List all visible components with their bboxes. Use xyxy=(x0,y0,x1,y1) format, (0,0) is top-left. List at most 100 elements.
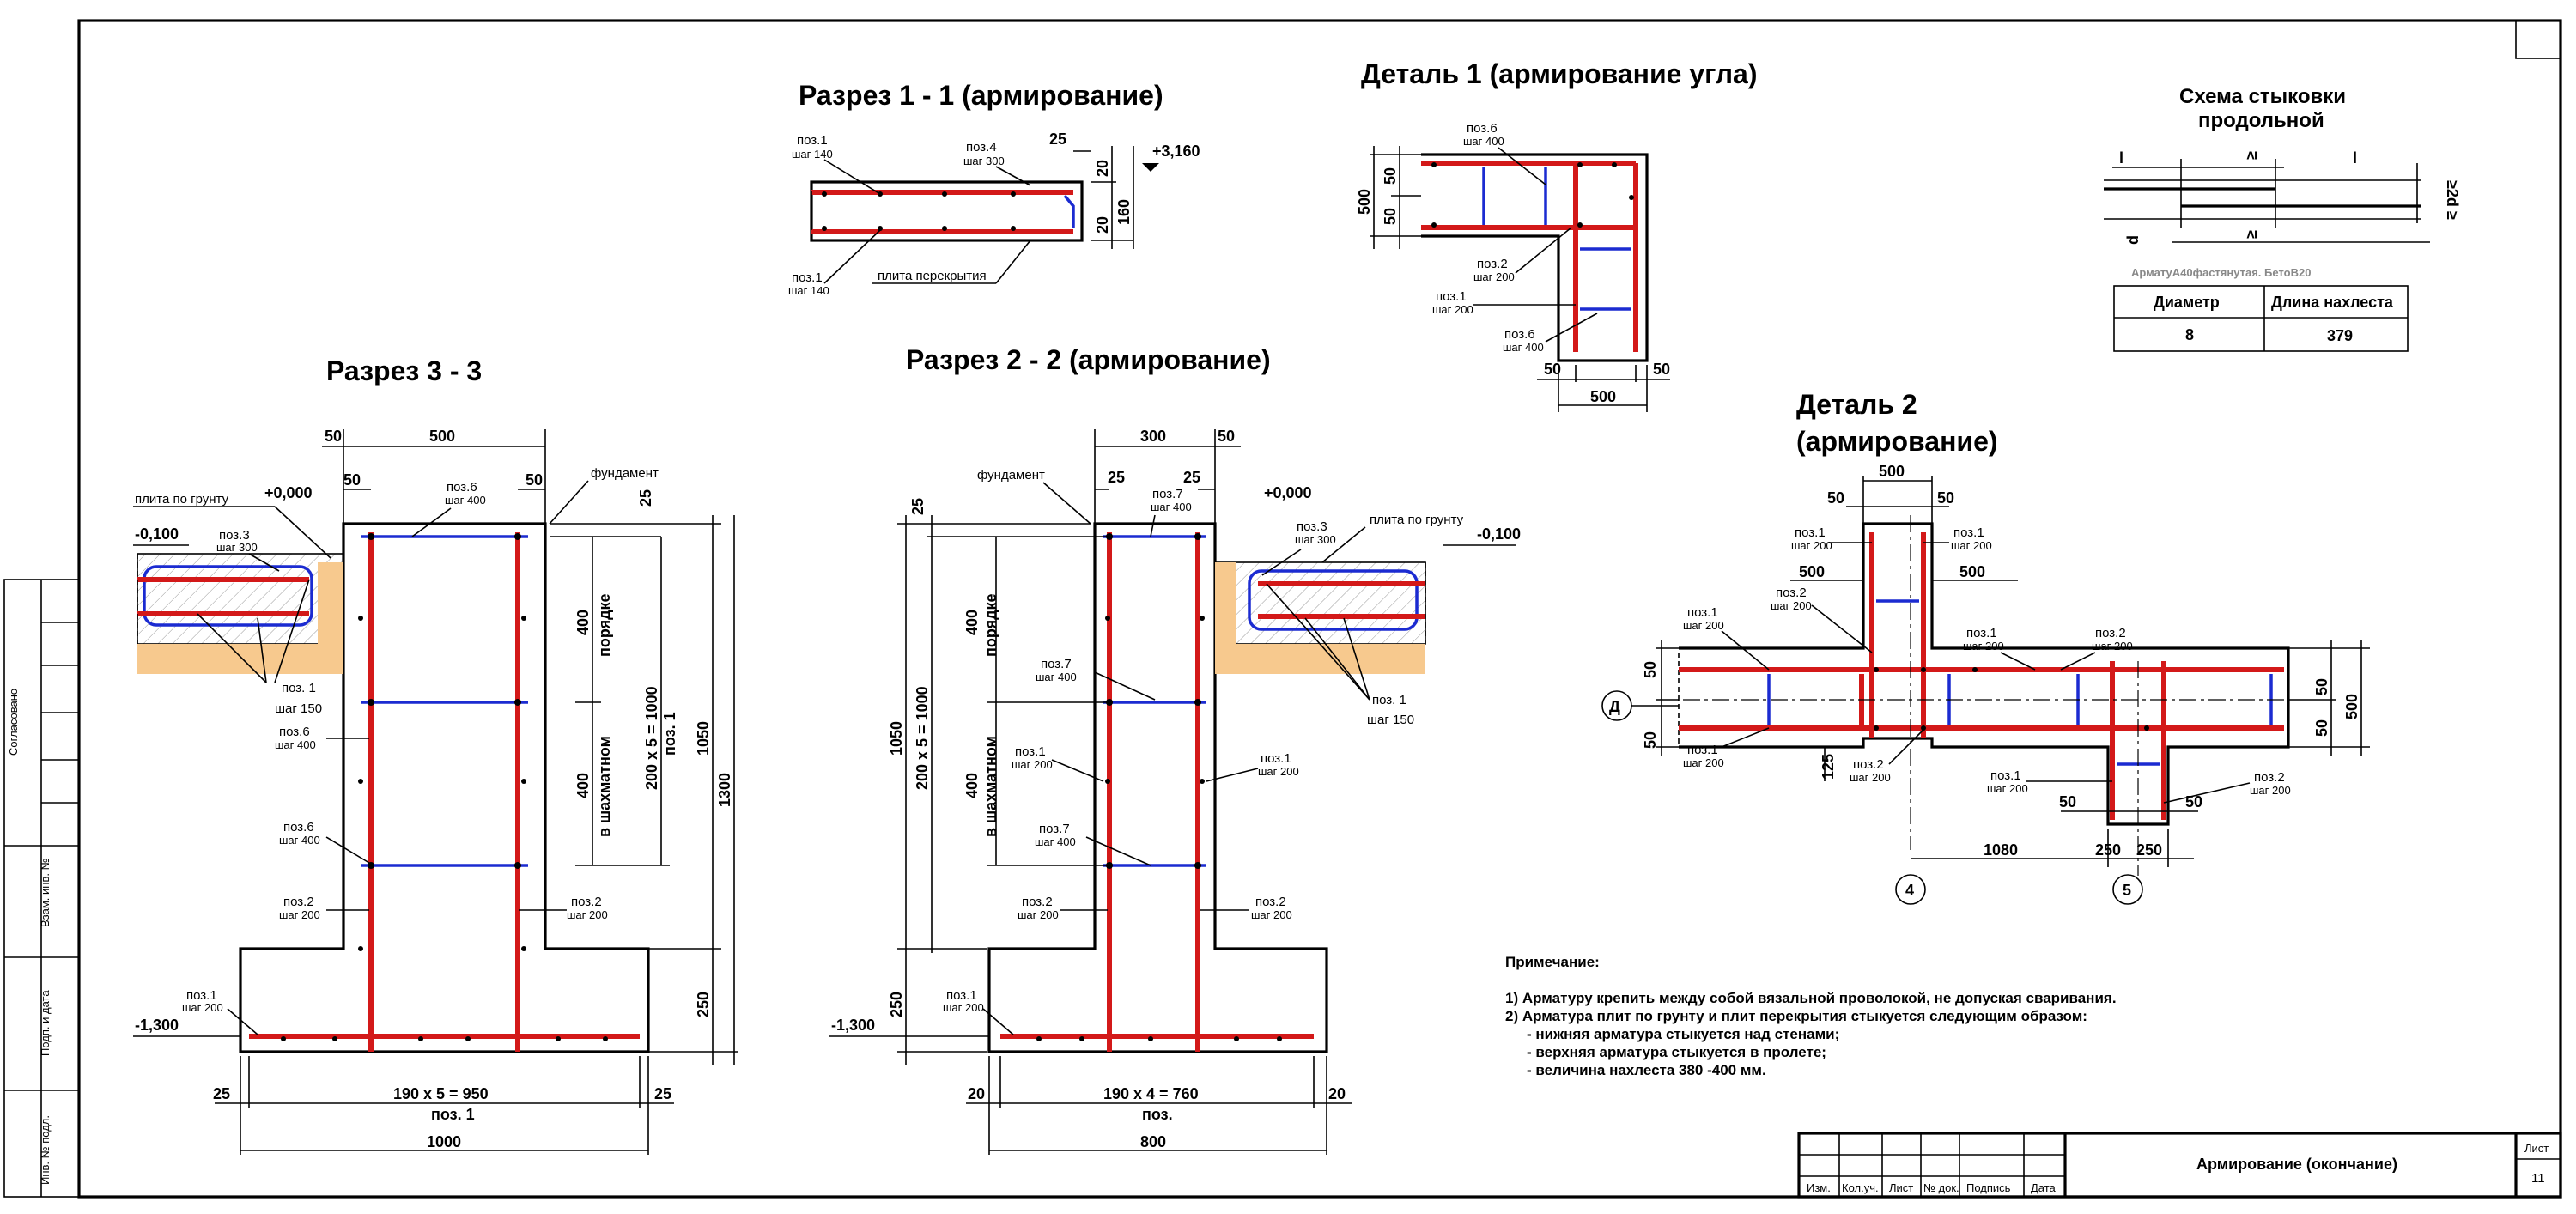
svg-text:- верхняя арматура стыкуется в: - верхняя арматура стыкуется в пролете; xyxy=(1527,1044,1826,1060)
svg-text:шаг 400: шаг 400 xyxy=(445,494,486,507)
title-detail-1: Деталь 1 (армирование угла) xyxy=(1361,58,1757,89)
svg-text:379: 379 xyxy=(2327,327,2353,344)
svg-text:поз.2: поз.2 xyxy=(571,895,602,909)
svg-text:Д: Д xyxy=(1609,698,1620,715)
svg-text:- нижняя арматура стыкуется на: - нижняя арматура стыкуется над стенами; xyxy=(1527,1026,1839,1042)
svg-text:поз.6: поз.6 xyxy=(447,480,477,495)
svg-text:+3,160: +3,160 xyxy=(1152,143,1200,160)
svg-text:250: 250 xyxy=(2095,841,2121,859)
svg-text:8: 8 xyxy=(2185,326,2194,343)
svg-text:поз.1: поз.1 xyxy=(1953,525,1984,540)
svg-text:шаг 400: шаг 400 xyxy=(279,834,320,847)
svg-text:АрматуА40фастянутая. БетоВ20: АрматуА40фастянутая. БетоВ20 xyxy=(2131,266,2311,279)
svg-text:порядке: порядке xyxy=(982,593,999,657)
svg-text:шаг 200: шаг 200 xyxy=(1432,303,1473,316)
svg-text:шаг 400: шаг 400 xyxy=(275,738,316,751)
svg-text:≥: ≥ xyxy=(2243,151,2260,160)
svg-text:-0,100: -0,100 xyxy=(1477,525,1521,543)
svg-text:шаг 300: шаг 300 xyxy=(963,155,1005,167)
svg-text:Длина нахлеста: Длина нахлеста xyxy=(2271,294,2394,311)
side-inv: Инв. № подл. xyxy=(39,1115,52,1185)
svg-text:≥2d ≥: ≥2d ≥ xyxy=(2444,180,2461,220)
svg-text:l: l xyxy=(2353,149,2357,167)
side-agreed: Согласовано xyxy=(7,689,20,756)
svg-text:50: 50 xyxy=(1642,731,1659,749)
svg-text:1050: 1050 xyxy=(888,721,905,756)
svg-text:поз.1: поз.1 xyxy=(1436,289,1467,304)
title-section-1-1: Разрез 1 - 1 (армирование) xyxy=(799,80,1163,111)
section-3-3: 50 500 50 50 25 плита по грунту +0,000 -… xyxy=(133,428,738,1155)
svg-text:Диаметр: Диаметр xyxy=(2154,294,2220,311)
svg-text:Подпись: Подпись xyxy=(1966,1181,2011,1194)
corner-box xyxy=(2515,20,2561,59)
svg-text:500: 500 xyxy=(1590,388,1616,405)
side-sign-date: Подп. и дата xyxy=(39,990,52,1056)
svg-text:плита по грунту: плита по грунту xyxy=(135,492,229,507)
svg-text:400: 400 xyxy=(963,610,981,635)
svg-text:шаг 140: шаг 140 xyxy=(788,284,829,297)
svg-text:шаг 200: шаг 200 xyxy=(1683,619,1724,632)
svg-text:25: 25 xyxy=(654,1085,671,1102)
svg-text:1300: 1300 xyxy=(716,773,733,807)
svg-text:25: 25 xyxy=(1049,131,1066,148)
svg-text:11: 11 xyxy=(2531,1171,2545,1186)
svg-text:поз. 1: поз. 1 xyxy=(431,1106,475,1123)
svg-text:поз.6: поз.6 xyxy=(1467,121,1498,136)
svg-text:50: 50 xyxy=(2185,793,2202,810)
svg-text:-1,300: -1,300 xyxy=(831,1017,875,1034)
svg-text:поз.2: поз.2 xyxy=(1477,257,1508,271)
svg-text:шаг 400: шаг 400 xyxy=(1503,341,1544,354)
svg-text:50: 50 xyxy=(2313,678,2330,695)
title-section-2-2: Разрез 2 - 2 (армирование) xyxy=(906,344,1271,375)
svg-text:500: 500 xyxy=(1799,563,1825,580)
title-section-3-3: Разрез 3 - 3 xyxy=(326,355,482,386)
svg-text:поз. 1: поз. 1 xyxy=(1372,693,1406,707)
notes: Примечание: 1) Арматуру крепить между со… xyxy=(1505,954,2117,1078)
svg-text:200 x 5 = 1000: 200 x 5 = 1000 xyxy=(914,686,931,790)
svg-text:Схема стыковки: Схема стыковки xyxy=(2179,85,2346,108)
svg-text:200 x 5 = 1000: 200 x 5 = 1000 xyxy=(643,686,660,790)
svg-text:шаг 400: шаг 400 xyxy=(1036,671,1077,683)
svg-text:поз.1: поз.1 xyxy=(1261,751,1291,766)
side-replace: Взам. инв. № xyxy=(39,858,52,927)
svg-text:800: 800 xyxy=(1140,1133,1166,1150)
svg-text:шаг 200: шаг 200 xyxy=(1473,270,1515,283)
svg-text:поз.7: поз.7 xyxy=(1039,822,1070,836)
svg-text:в шахматном: в шахматном xyxy=(982,736,999,837)
svg-text:300: 300 xyxy=(1140,428,1166,445)
svg-text:поз.3: поз.3 xyxy=(219,528,250,543)
svg-text:№ док.: № док. xyxy=(1923,1181,1959,1194)
svg-text:+0,000: +0,000 xyxy=(1264,484,1312,501)
svg-text:25: 25 xyxy=(637,489,654,507)
svg-text:400: 400 xyxy=(963,773,981,798)
svg-text:шаг 200: шаг 200 xyxy=(1012,758,1053,771)
detail-1: поз.6 шаг 400 поз.2 шаг 200 поз.1 шаг 20… xyxy=(1356,121,1670,412)
svg-text:25: 25 xyxy=(909,498,927,515)
svg-text:шаг 200: шаг 200 xyxy=(1963,640,2004,653)
svg-text:поз.1: поз.1 xyxy=(186,988,217,1003)
svg-text:шаг 200: шаг 200 xyxy=(943,1001,984,1014)
svg-text:50: 50 xyxy=(1382,208,1399,225)
svg-text:шаг 200: шаг 200 xyxy=(279,908,320,921)
svg-text:шаг 400: шаг 400 xyxy=(1035,835,1076,848)
svg-text:поз.6: поз.6 xyxy=(283,820,314,835)
svg-text:поз.7: поз.7 xyxy=(1152,487,1183,501)
svg-text:50: 50 xyxy=(1544,361,1561,378)
svg-text:плита перекрытия: плита перекрытия xyxy=(878,269,987,283)
svg-text:50: 50 xyxy=(2059,793,2076,810)
svg-text:Лист: Лист xyxy=(2524,1142,2549,1155)
svg-text:шаг 200: шаг 200 xyxy=(567,908,608,921)
svg-text:шаг 200: шаг 200 xyxy=(1018,908,1059,921)
svg-text:поз.1: поз.1 xyxy=(1687,605,1718,620)
svg-text:поз.2: поз.2 xyxy=(2095,626,2126,640)
svg-text:1050: 1050 xyxy=(695,721,712,756)
svg-text:1000: 1000 xyxy=(427,1133,461,1150)
svg-text:поз.1: поз.1 xyxy=(1990,768,2021,783)
svg-text:шаг 200: шаг 200 xyxy=(1771,599,1812,612)
svg-text:25: 25 xyxy=(1108,469,1125,486)
svg-text:поз.6: поз.6 xyxy=(1504,327,1535,342)
svg-text:50: 50 xyxy=(1642,661,1659,678)
svg-text:50: 50 xyxy=(1382,167,1399,185)
svg-text:50: 50 xyxy=(1218,428,1235,445)
svg-text:поз.1: поз.1 xyxy=(1015,744,1046,759)
